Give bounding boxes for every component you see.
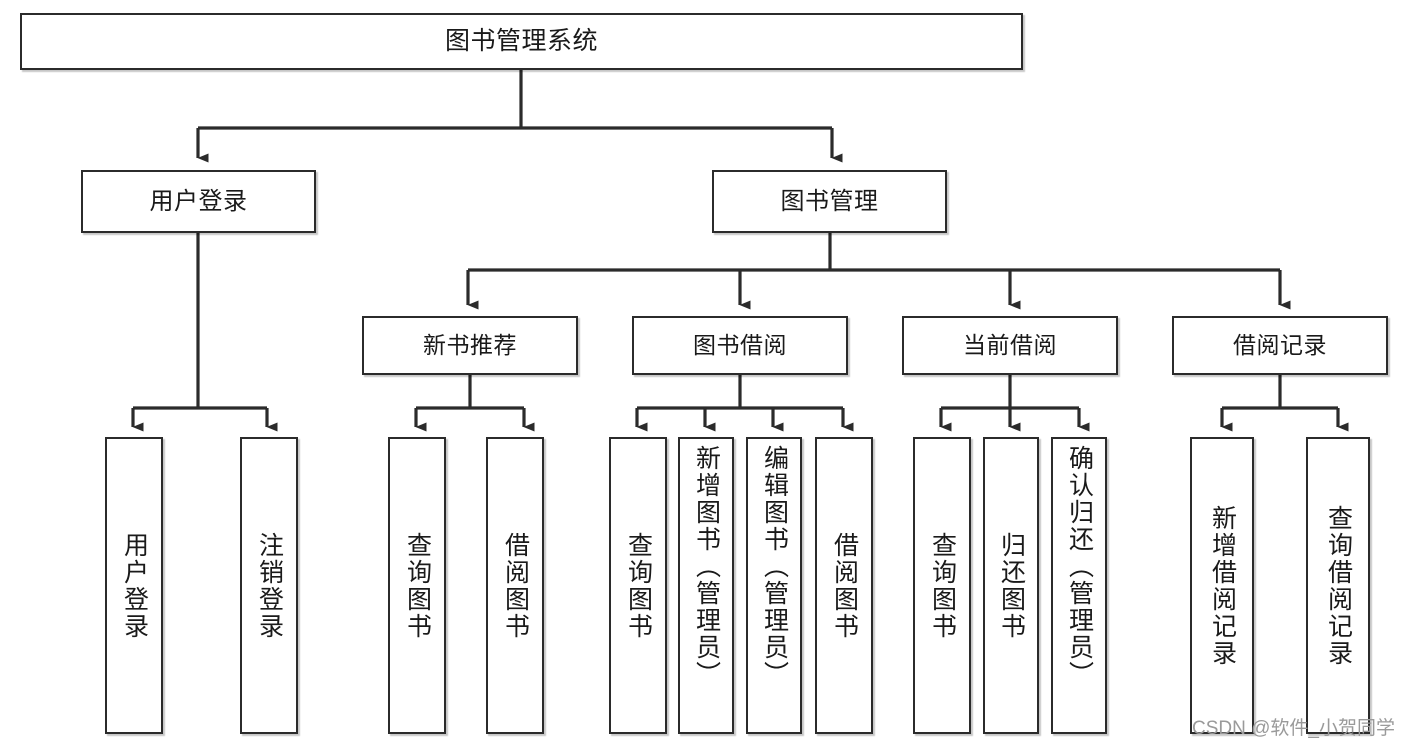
- node-book-borrow[interactable]: 图书借阅: [632, 316, 848, 375]
- node-label: 新增借阅记录: [1208, 504, 1237, 667]
- node-leaf-query-book-2[interactable]: 查询图书: [609, 437, 667, 734]
- node-label: 查询图书: [403, 531, 432, 640]
- node-label: 编辑图书（管理员）: [760, 445, 789, 688]
- node-leaf-add-record[interactable]: 新增借阅记录: [1190, 437, 1254, 734]
- node-label: 图书管理系统: [444, 27, 598, 56]
- node-label: 新增图书（管理员）: [692, 445, 721, 688]
- node-label: 当前借阅: [963, 332, 1057, 359]
- node-root-system[interactable]: 图书管理系统: [20, 13, 1023, 70]
- node-leaf-query-record[interactable]: 查询借阅记录: [1306, 437, 1370, 734]
- node-label: 归还图书: [997, 531, 1026, 640]
- node-new-book-recommend[interactable]: 新书推荐: [362, 316, 578, 375]
- node-current-borrow[interactable]: 当前借阅: [902, 316, 1118, 375]
- node-label: 用户登录: [149, 187, 248, 215]
- node-leaf-borrow-book-2[interactable]: 借阅图书: [815, 437, 873, 734]
- node-borrow-record[interactable]: 借阅记录: [1172, 316, 1388, 375]
- node-leaf-confirm-return[interactable]: 确认归还（管理员）: [1051, 437, 1107, 734]
- node-label: 注销登录: [255, 531, 284, 640]
- node-leaf-query-book-1[interactable]: 查询图书: [388, 437, 446, 734]
- node-label: 图书借阅: [693, 332, 787, 359]
- node-label: 确认归还（管理员）: [1065, 445, 1094, 688]
- node-leaf-query-book-3[interactable]: 查询图书: [913, 437, 971, 734]
- node-label: 用户登录: [120, 531, 149, 640]
- node-label: 借阅图书: [830, 531, 859, 640]
- node-label: 查询借阅记录: [1324, 504, 1353, 667]
- node-label: 借阅图书: [501, 531, 530, 640]
- node-leaf-logout-login[interactable]: 注销登录: [240, 437, 298, 734]
- node-label: 新书推荐: [423, 332, 517, 359]
- node-leaf-borrow-book-1[interactable]: 借阅图书: [486, 437, 544, 734]
- node-leaf-user-login[interactable]: 用户登录: [105, 437, 163, 734]
- node-leaf-return-book[interactable]: 归还图书: [983, 437, 1039, 734]
- node-label: 借阅记录: [1233, 332, 1327, 359]
- csdn-watermark: CSDN @软件_小贺同学: [1192, 718, 1395, 739]
- node-leaf-add-book[interactable]: 新增图书（管理员）: [678, 437, 734, 734]
- node-book-management[interactable]: 图书管理: [712, 170, 947, 233]
- node-label: 查询图书: [624, 531, 653, 640]
- node-label: 查询图书: [928, 531, 957, 640]
- node-user-login[interactable]: 用户登录: [81, 170, 316, 233]
- node-label: 图书管理: [780, 187, 879, 215]
- node-leaf-edit-book[interactable]: 编辑图书（管理员）: [746, 437, 802, 734]
